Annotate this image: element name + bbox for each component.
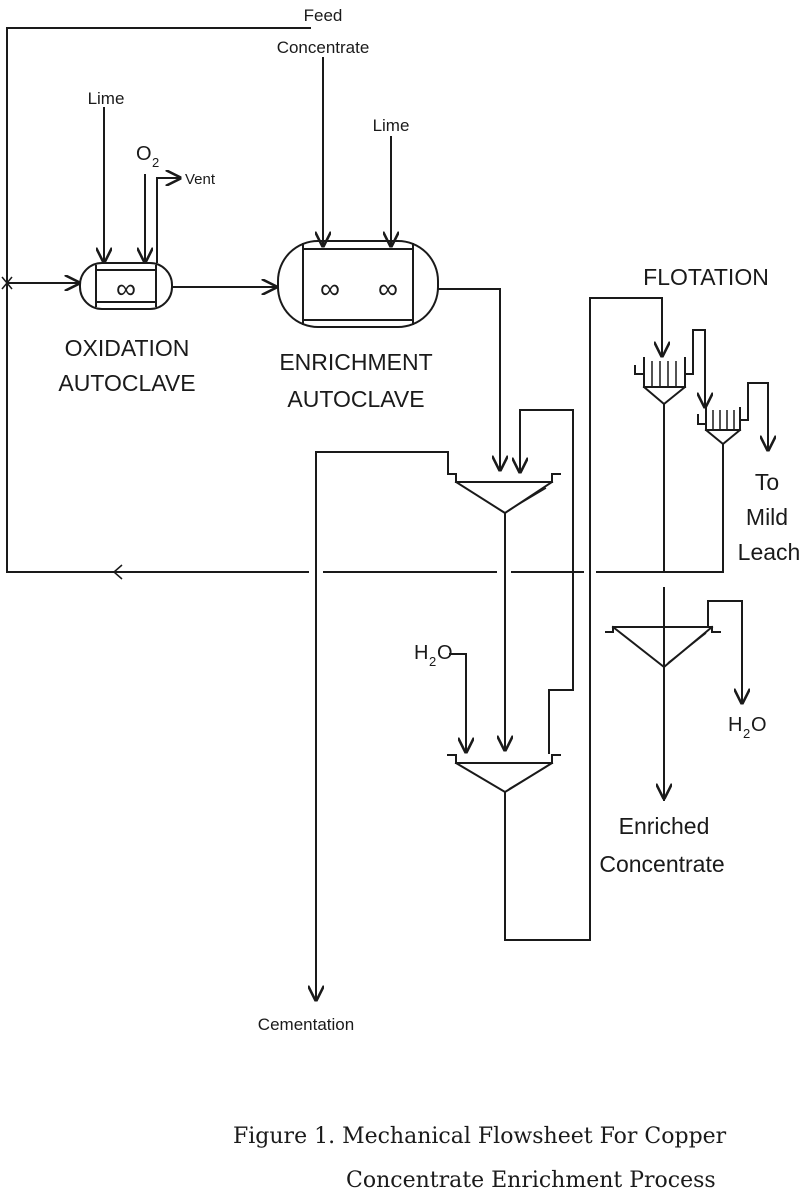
flotation-cell-1 [634,357,694,406]
enrichment-label-2: AUTOCLAVE [287,386,424,412]
thickener-1 [447,473,561,515]
agitator-icon: ∞ [320,273,340,304]
to-mild-leach-label: To [755,469,779,495]
flotation-label: FLOTATION [643,264,769,290]
o2-label: O [136,143,152,165]
overflow-return-line-2 [548,409,574,754]
o2-subscript: 2 [152,155,159,170]
enrichment-discharge-line [437,288,500,470]
figure-caption-2: Concentrate Enrichment Process [346,1168,716,1193]
feed-label-2: Concentrate [277,38,370,57]
cementation-line [316,451,449,1000]
h2o-label-o: O [437,642,453,664]
figure-caption: Figure 1. Mechanical Flowsheet For Coppe… [233,1124,727,1149]
agitator-icon: ∞ [116,273,136,304]
h2o-label: H [414,642,428,664]
flotation-cell-2 [697,407,749,446]
lime-label: Lime [88,89,125,108]
enrichment-autoclave [277,240,439,328]
h2o-subscript: 2 [429,654,436,669]
h2o-overflow-line [707,600,742,703]
h2o-subscript-2: 2 [743,726,750,741]
h2o-label-o-2: O [751,714,767,736]
to-mild-leach-label-3: Leach [738,539,800,565]
to-mild-leach-line [747,382,768,450]
thickener-2 [447,754,561,794]
oxidation-autoclave [6,262,276,310]
enrichment-label: ENRICHMENT [279,349,432,375]
recycle-loop [1,27,724,580]
overflow-return-line-1 [520,409,574,472]
recycle-arrow-icon [112,564,123,580]
cementation-label: Cementation [258,1015,354,1034]
lime-label-2: Lime [373,116,410,135]
underflow-to-flotation-line [504,297,663,941]
to-mild-leach-label-2: Mild [746,504,788,530]
oxidation-label-2: AUTOCLAVE [58,370,195,396]
enriched-concentrate-label-2: Concentrate [599,851,724,877]
vent-label: Vent [185,171,216,188]
h2o-wash-line [449,653,466,752]
feed-label: Feed [304,6,343,25]
cell1-to-cell2-line [692,329,705,407]
enriched-concentrate-label: Enriched [619,813,710,839]
vent-line [156,178,180,263]
h2o-label-2: H [728,714,742,736]
oxidation-label: OXIDATION [65,335,190,361]
agitator-icon: ∞ [378,273,398,304]
